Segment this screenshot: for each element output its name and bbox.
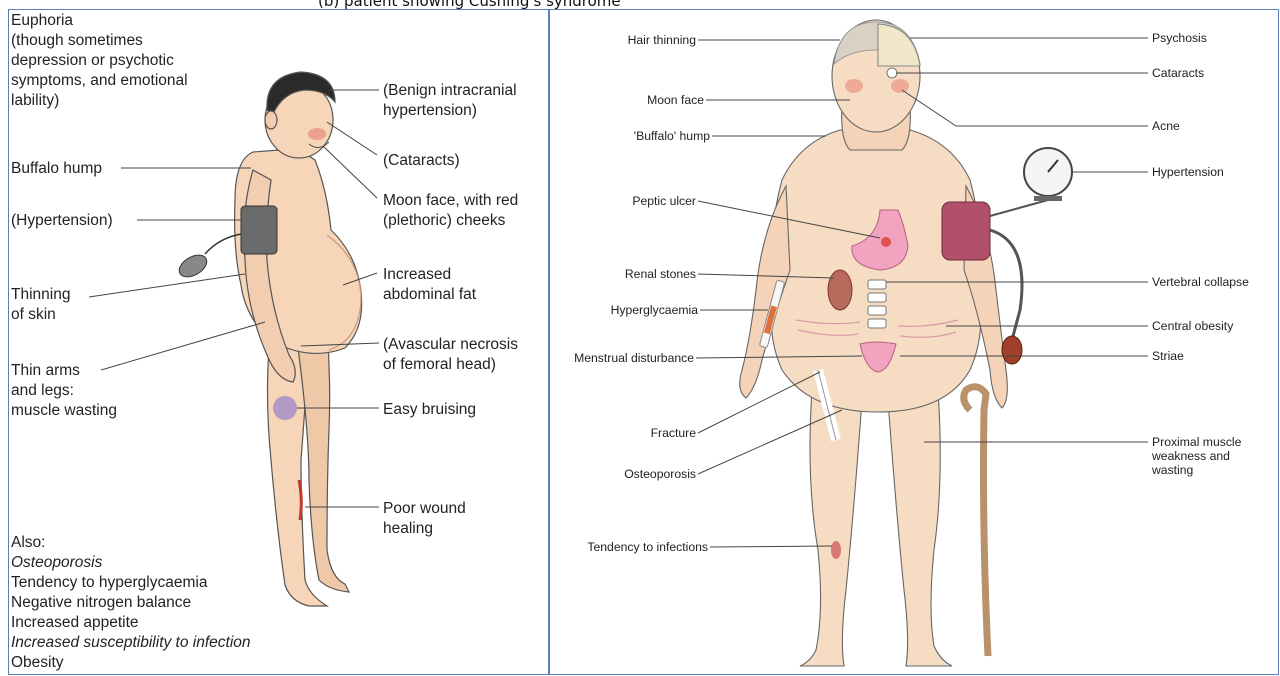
left-figure-back-leg — [297, 330, 349, 592]
page-header-text: (b) patient showing Cushing's syndrome — [318, 0, 621, 9]
label-avascular-1: (Avascular necrosis — [383, 336, 518, 353]
label-cataracts: Cataracts — [1152, 66, 1204, 80]
label-wound-1: Poor wound — [383, 500, 466, 517]
also-list-item: Also: — [11, 534, 45, 551]
also-list-item: Osteoporosis — [11, 554, 102, 571]
label-hypertension: Hypertension — [1152, 165, 1224, 179]
label-cataracts: (Cataracts) — [383, 152, 460, 169]
label-fracture: Fracture — [550, 426, 696, 440]
label-thin-arms-3: muscle wasting — [11, 402, 117, 419]
brain-window — [878, 24, 920, 66]
label-buffalo-hump: 'Buffalo' hump — [550, 129, 710, 143]
label-moon-face-2: (plethoric) cheeks — [383, 212, 505, 229]
label-wound-2: healing — [383, 520, 433, 537]
label-euphoria-note-2: depression or psychotic — [11, 52, 174, 69]
bp-cuff-band — [241, 206, 277, 254]
label-central-obesity: Central obesity — [1152, 319, 1233, 333]
page-header-fragment: (b) patient showing Cushing's syndrome — [0, 0, 1280, 9]
label-benign-1: (Benign intracranial — [383, 82, 517, 99]
label-thin-arms-1: Thin arms — [11, 362, 80, 379]
male-figure — [235, 72, 362, 606]
right-figure-cheek-left — [845, 79, 863, 93]
label-proximal-3: wasting — [1152, 463, 1193, 477]
label-proximal-1: Proximal muscle — [1152, 435, 1241, 449]
bp-cuff-bulb — [176, 251, 211, 282]
infection-spot — [831, 541, 841, 559]
leader-fracture — [698, 372, 820, 433]
leader-infections — [710, 546, 832, 547]
label-euphoria-note-4: lability) — [11, 92, 59, 109]
label-hair-thinning: Hair thinning — [550, 33, 696, 47]
label-euphoria-note-3: symptoms, and emotional — [11, 72, 188, 89]
blood-pressure-gauge-icon — [1024, 148, 1072, 201]
label-menstrual: Menstrual disturbance — [550, 351, 694, 365]
label-psychosis: Psychosis — [1152, 31, 1207, 45]
label-thinning-2: of skin — [11, 306, 56, 323]
left-figure-ear — [265, 111, 277, 129]
also-list-item: Tendency to hyperglycaemia — [11, 574, 207, 591]
label-acne: Acne — [1152, 119, 1180, 133]
label-thin-arms-2: and legs: — [11, 382, 74, 399]
leader-cataracts — [327, 122, 377, 155]
also-list-item: Increased susceptibility to infection — [11, 634, 251, 651]
label-moon-face: Moon face — [550, 93, 704, 107]
label-moon-face-1: Moon face, with red — [383, 192, 518, 209]
label-avascular-2: of femoral head) — [383, 356, 496, 373]
label-benign-2: hypertension) — [383, 102, 477, 119]
left-figure-panel: Euphoria (though sometimes depression or… — [8, 9, 549, 675]
right-figure-illustration — [550, 10, 1278, 674]
label-euphoria-note-1: (though sometimes — [11, 32, 143, 49]
label-hypertension: (Hypertension) — [11, 212, 113, 229]
leader-moon-face — [323, 146, 377, 198]
right-figure-right-leg — [888, 390, 952, 666]
also-list-item: Obesity — [11, 654, 64, 671]
label-bruising: Easy bruising — [383, 401, 476, 418]
label-osteoporosis: Osteoporosis — [550, 467, 696, 481]
right-figure-panel: Hair thinning Moon face 'Buffalo' hump P… — [549, 9, 1279, 675]
also-list-item: Negative nitrogen balance — [11, 594, 191, 611]
label-peptic-ulcer: Peptic ulcer — [550, 194, 696, 208]
bruise-mark — [273, 396, 297, 420]
label-abdominal-fat-2: abdominal fat — [383, 286, 476, 303]
label-striae: Striae — [1152, 349, 1184, 363]
bp-cuff-bulb — [1002, 336, 1022, 364]
bp-cuff-band — [942, 202, 990, 260]
cataract-eye — [887, 68, 897, 78]
label-euphoria: Euphoria — [11, 12, 73, 29]
label-hyperglycaemia: Hyperglycaemia — [550, 303, 698, 317]
leader-thin-arms — [101, 322, 265, 370]
label-renal-stones: Renal stones — [550, 267, 696, 281]
label-buffalo-hump: Buffalo hump — [11, 160, 102, 177]
peptic-ulcer-mark — [881, 237, 891, 247]
label-infections: Tendency to infections — [550, 540, 708, 554]
leader-thinning — [89, 274, 245, 297]
label-abdominal-fat-1: Increased — [383, 266, 451, 283]
kidney-organ — [828, 270, 852, 310]
left-figure-cheek-red — [308, 128, 326, 140]
also-list-item: Increased appetite — [11, 614, 139, 631]
label-vertebral: Vertebral collapse — [1152, 275, 1249, 289]
label-thinning-1: Thinning — [11, 286, 70, 303]
walking-stick-icon — [964, 387, 988, 656]
label-proximal-2: weakness and — [1152, 449, 1230, 463]
right-figure-cheek-right — [891, 79, 909, 93]
